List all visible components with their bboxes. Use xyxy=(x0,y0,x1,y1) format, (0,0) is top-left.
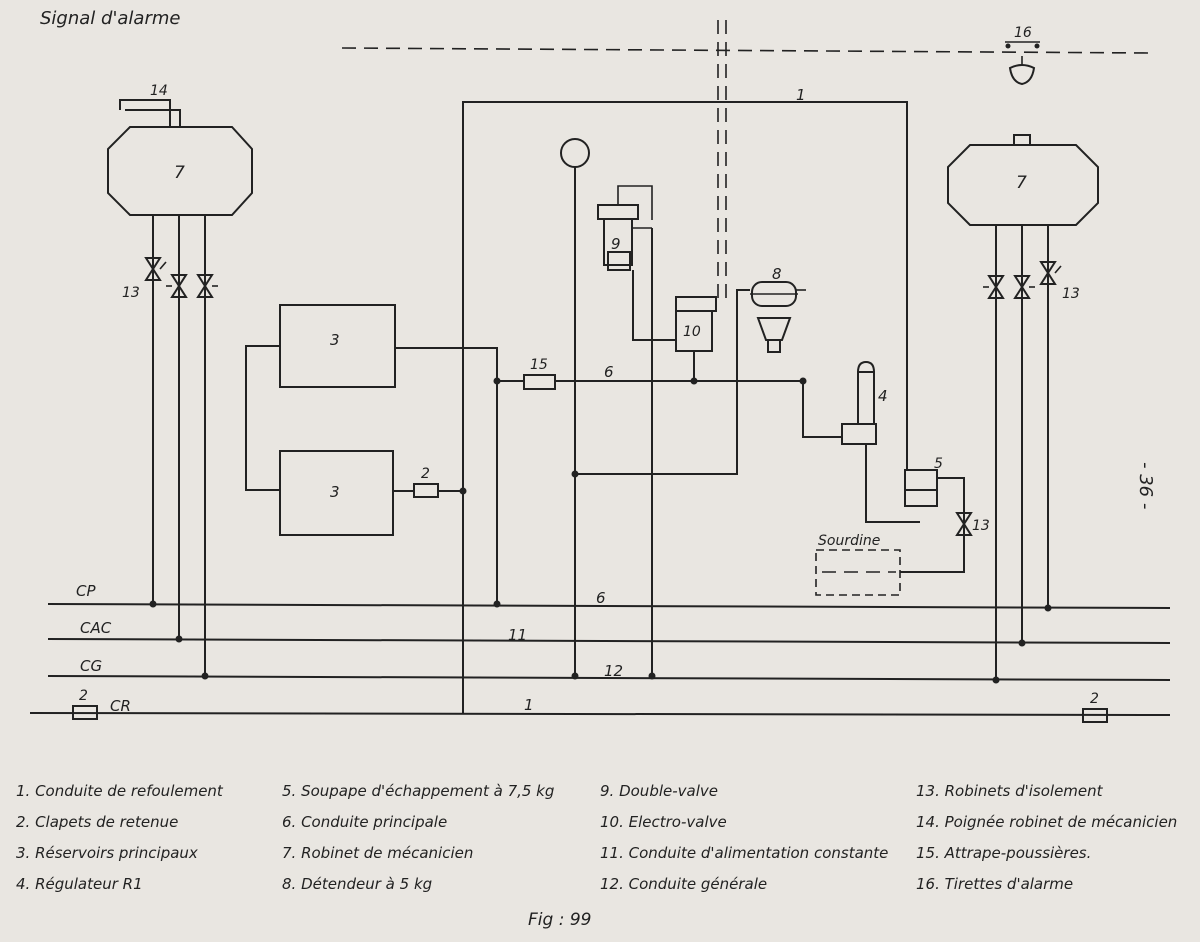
num-13-right: 13 xyxy=(1062,286,1080,302)
num-3-bottom: 3 xyxy=(330,483,340,501)
alarm-pull-16 xyxy=(1005,41,1040,86)
num-9: 9 xyxy=(611,235,621,253)
legend-item-9: 9. Double-valve xyxy=(600,782,718,800)
exhaust-valve-5 xyxy=(904,469,938,491)
regulator-4 xyxy=(841,360,877,445)
legend-item-3: 3. Réservoirs principaux xyxy=(16,844,198,862)
label-cg: CG xyxy=(80,657,102,675)
double-valve-9 xyxy=(597,185,653,271)
legend-item-11: 11. Conduite d'alimentation constante xyxy=(600,844,889,862)
num-11: 11 xyxy=(508,626,527,644)
pipe-cac xyxy=(47,638,1171,644)
silencer-label: Sourdine xyxy=(818,533,880,549)
num-3-top: 3 xyxy=(330,331,340,349)
num-16: 16 xyxy=(1014,25,1032,41)
legend-item-4: 4. Régulateur R1 xyxy=(16,875,143,893)
check-valve-right xyxy=(1082,708,1108,723)
isolation-valve-sourdine xyxy=(955,512,973,536)
label-cp: CP xyxy=(76,582,96,600)
legend-item-16: 16. Tirettes d'alarme xyxy=(916,875,1074,893)
reservoir-to-cp xyxy=(395,347,498,604)
legend-item-1: 1. Conduite de refoulement xyxy=(16,782,223,800)
isolation-valves-right xyxy=(983,261,1062,299)
driver-tap-right xyxy=(947,144,1099,226)
num-10: 10 xyxy=(683,324,701,340)
driver-tap-left xyxy=(107,126,253,216)
num-7-right: 7 xyxy=(1016,173,1027,193)
label-cac: CAC xyxy=(80,619,112,637)
num-6-mid: 6 xyxy=(604,363,614,381)
num-13-mid: 13 xyxy=(972,518,990,534)
pressure-reducer-8 xyxy=(750,281,806,353)
pipe-cg xyxy=(47,675,1171,681)
alarm-line xyxy=(341,47,1151,54)
discharge-pipe-1 xyxy=(462,101,908,713)
legend-item-15: 15. Attrape-poussières. xyxy=(916,844,1092,862)
legend-item-2: 2. Clapets de retenue xyxy=(16,813,179,831)
legend-item-13: 13. Robinets d'isolement xyxy=(916,782,1103,800)
num-14: 14 xyxy=(150,83,168,99)
page-number: - 36 - xyxy=(1135,462,1156,509)
check-valve-reservoir xyxy=(413,483,439,498)
diagram-title: Signal d'alarme xyxy=(40,8,180,29)
num-2-mid: 2 xyxy=(421,466,430,482)
num-8: 8 xyxy=(772,265,782,283)
main-reservoir-bottom xyxy=(279,450,394,536)
pipe-cp xyxy=(47,603,1171,609)
isolation-valves-left xyxy=(144,257,218,298)
legend-item-14: 14. Poignée robinet de mécanicien xyxy=(916,813,1178,831)
num-5: 5 xyxy=(934,456,943,472)
reservoir-link xyxy=(245,345,280,491)
legend-item-7: 7. Robinet de mécanicien xyxy=(282,844,474,862)
num-15: 15 xyxy=(530,357,548,373)
num-7-left: 7 xyxy=(174,163,185,183)
legend-item-10: 10. Electro-valve xyxy=(600,813,727,831)
num-2-left: 2 xyxy=(79,688,88,704)
legend-item-6: 6. Conduite principale xyxy=(282,813,448,831)
num-2-right: 2 xyxy=(1090,691,1099,707)
check-valve-left xyxy=(72,705,98,720)
legend-item-5: 5. Soupape d'échappement à 7,5 kg xyxy=(282,782,555,800)
reducer-feed xyxy=(575,289,750,475)
num-6-cp: 6 xyxy=(596,589,606,607)
label-cr: CR xyxy=(110,697,131,715)
main-pipe-6 xyxy=(555,380,842,438)
electro-valve-head xyxy=(675,296,717,312)
dust-trap-15 xyxy=(523,374,556,390)
handle-14 xyxy=(119,99,181,127)
gauge-circle xyxy=(560,138,590,168)
num-12: 12 xyxy=(604,662,623,680)
figure-caption: Fig : 99 xyxy=(528,910,592,930)
legend-item-8: 8. Détendeur à 5 kg xyxy=(282,875,433,893)
legend-item-12: 12. Conduite générale xyxy=(600,875,768,893)
pipe-cr xyxy=(29,712,1171,716)
num-13-left: 13 xyxy=(122,285,140,301)
num-4: 4 xyxy=(878,387,888,405)
silencer-box xyxy=(815,549,901,596)
num-1-top: 1 xyxy=(796,86,806,104)
num-1-bottom: 1 xyxy=(524,696,534,714)
